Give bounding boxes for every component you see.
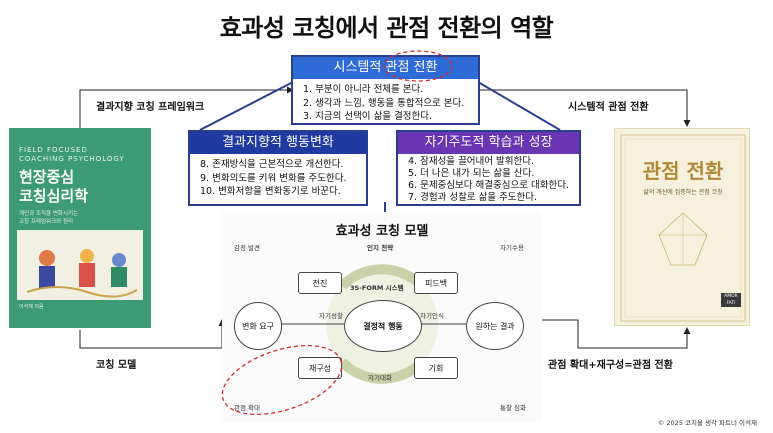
book-author: 이석재 지음 [19,304,44,310]
feedback-box: 피드백 [414,272,458,294]
label-coaching-model: 코칭 모델 [96,360,137,371]
results-header: 결과지향적 행동변화 [190,132,366,154]
list-item: 10. 변화저항을 변화동기로 바꾼다. [200,186,341,197]
page-title: 효과성 코칭에서 관점 전환의 역할 [219,14,554,42]
book-cover-field-coaching: FIELD FOCUSED COACHING PSYCHOLOGY 현장중심 코… [9,128,151,328]
arrow-framework [79,86,294,128]
book-title: 관점 전환 [642,159,724,183]
book-title: 현장중심 코칭심리학 [19,168,89,205]
book-subtitle: 삶의 개선에 집중하는 관점 코칭 [643,189,723,196]
system-label: 3S-FORM 시스템 [350,284,404,292]
list-item: 2. 생각과 느낌, 행동을 통합적으로 본다. [303,97,465,109]
label-systems-shift: 시스템적 관점 전환 [568,102,649,113]
label-self-awareness: 자기인식 [420,312,444,320]
tri-left [199,81,294,131]
systems-list: 1. 부분이 아니라 전체를 본다. 2. 생각과 느낌, 행동을 통합적으로 … [293,83,478,124]
book-cover-perspective-shift: 관점 전환 삶의 개선에 집중하는 관점 코칭 AMOR FATI [614,128,750,326]
label-framework: 결과지향 코칭 프레임워크 [96,102,205,113]
label-perspective-formula: 관점 확대+재구성=관점 전환 [548,360,673,371]
list-item: 5. 더 나은 내가 되는 삶을 산다. [408,168,535,179]
corner-deep-insight: 통찰 심화 [500,404,526,412]
change-need-circle: 변화 요구 [234,302,282,350]
book-frame-pattern [620,134,746,322]
opportunity-box: 기회 [414,357,458,379]
book-illustration [17,230,143,300]
label-self-talk: 자기대화 [368,374,392,382]
copyright-text: © 2025 코치올 생각 파트너 이석재 [657,419,757,427]
results-list: 8. 존재방식을 근본적으로 개선한다. 9. 변화의도를 키워 변화를 주도한… [190,158,366,199]
list-item: 7. 경험과 성찰로 삶을 주도한다. [408,192,538,203]
list-item: 8. 존재방식을 근본적으로 개선한다. [200,159,344,170]
arrow-systems-to-book [478,89,691,127]
book-english-title: FIELD FOCUSED COACHING PSYCHOLOGY [19,146,125,163]
critical-action-circle: 결정적 행동 [344,300,422,352]
list-item: 4. 잠재성을 끌어내어 발휘한다. [408,156,535,167]
cognitive-strategy: 인지 전략 [367,244,394,252]
self-learning-list: 4. 잠재성을 끌어내어 발휘한다. 5. 더 나은 내가 되는 삶을 산다. … [398,156,579,204]
list-item: 3. 지금의 선택이 삶을 결정한다. [303,111,433,122]
arrow-perspective-shift [542,319,691,349]
self-learning-box: 자기주도적 학습과 성장 4. 잠재성을 끌어내어 발휘한다. 5. 더 나은 … [396,130,581,206]
list-item: 1. 부분이 아니라 전체를 본다. [303,84,424,95]
label-self-reflection: 자기성찰 [319,312,343,320]
tri-right [477,81,561,131]
book-subtitle: 개인과 조직을 변화시키는 코칭 프레임워크와 원리 [19,211,79,225]
coaching-model-panel: 효과성 코칭 모델 감정 발견 인지 전략 자기수용 관점 확대 통찰 심화 3… [222,212,542,422]
reframe-box: 재구성 [298,357,342,379]
desired-result-circle: 원하는 결과 [466,302,524,350]
self-learning-header: 자기주도적 학습과 성장 [398,132,579,154]
corner-emotion-discovery: 감정 발견 [234,244,260,252]
systems-perspective-box: 시스템적 관점 전환 1. 부분이 아니라 전체를 본다. 2. 생각과 느낌,… [291,55,480,125]
systems-header: 시스템적 관점 전환 [293,57,478,79]
publisher-logo: AMOR FATI [721,293,741,307]
results-behavior-box: 결과지향적 행동변화 8. 존재방식을 근본적으로 개선한다. 9. 변화의도를… [188,130,368,206]
corner-self-acceptance: 자기수용 [500,244,524,252]
list-item: 9. 변화의도를 키워 변화를 주도한다. [200,172,347,184]
model-title: 효과성 코칭 모델 [335,224,429,239]
list-item: 6. 문제중심보다 해결중심으로 대화한다. [408,180,569,191]
forward-box: 전진 [298,272,342,294]
